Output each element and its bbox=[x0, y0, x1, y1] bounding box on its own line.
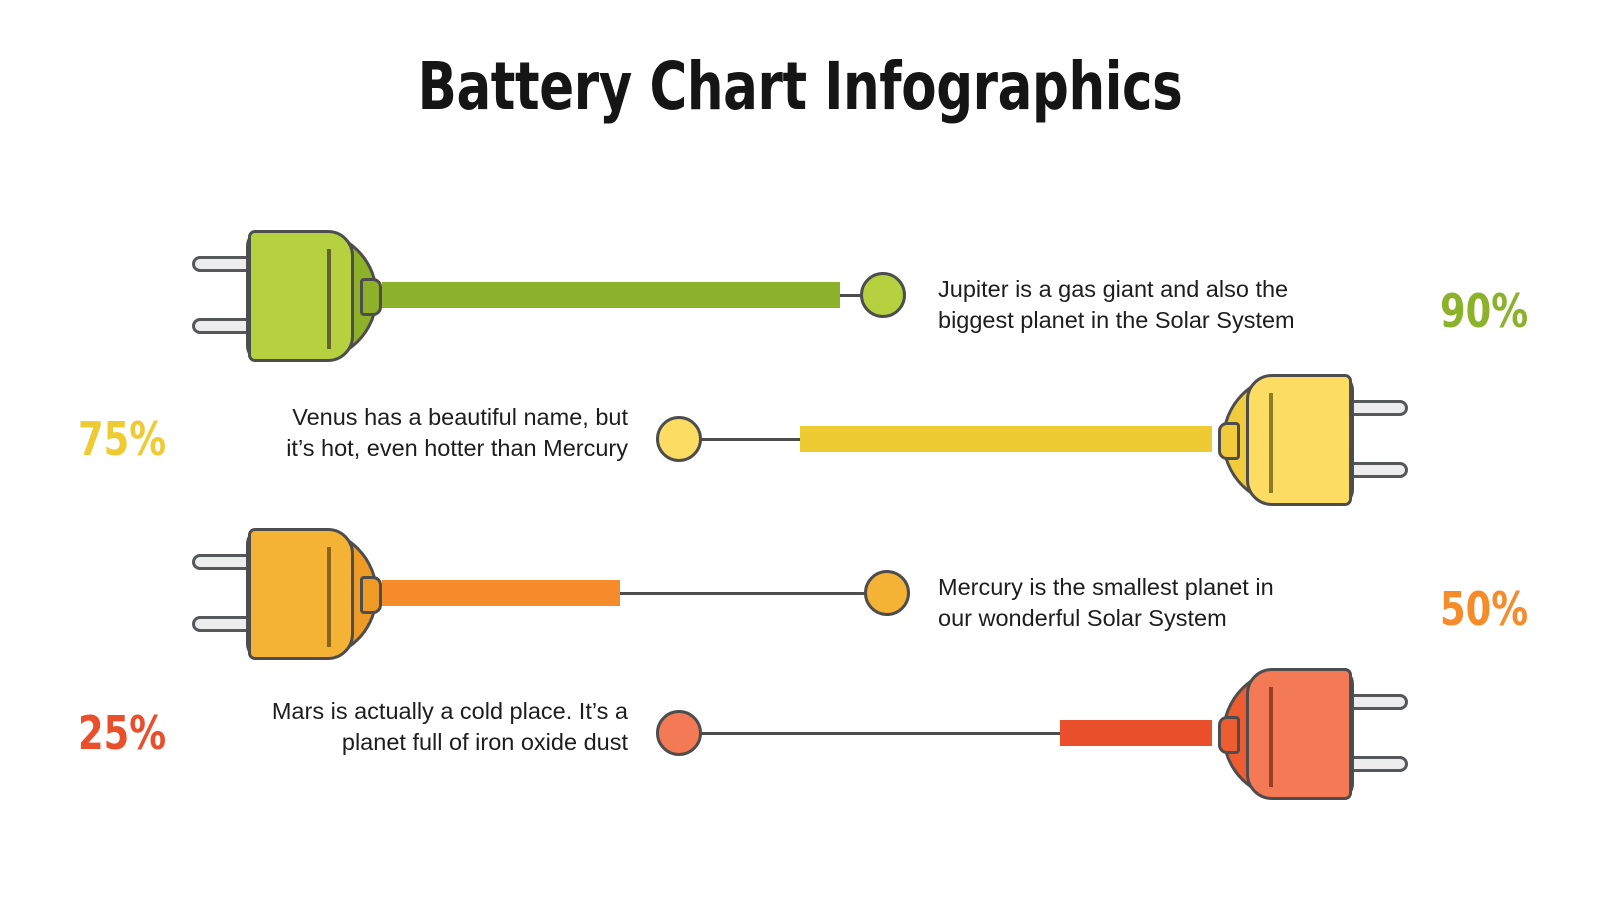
plug-body bbox=[248, 528, 354, 660]
plug-neck bbox=[360, 576, 382, 614]
plug-accent-line bbox=[327, 547, 331, 647]
plug-icon bbox=[1208, 374, 1408, 506]
cable-fill-bar bbox=[382, 282, 840, 308]
cable-endcap bbox=[864, 570, 910, 616]
plug-icon bbox=[192, 528, 392, 660]
chart-row-mars: Mars is actually a cold place. It’s a pl… bbox=[0, 662, 1600, 832]
row-percentage: 75% bbox=[78, 412, 167, 466]
row-description: Mercury is the smallest planet in our wo… bbox=[938, 574, 1274, 632]
cable-track bbox=[700, 732, 1212, 735]
plug-accent-line bbox=[1269, 393, 1273, 493]
row-percentage: 90% bbox=[1439, 284, 1528, 338]
plug-accent-line bbox=[1269, 687, 1273, 787]
plug-icon bbox=[192, 230, 392, 362]
cable-endcap bbox=[656, 710, 702, 756]
chart-row-jupiter: Jupiter is a gas giant and also the bigg… bbox=[0, 220, 1600, 390]
cable-endcap bbox=[656, 416, 702, 462]
plug-icon bbox=[1208, 668, 1408, 800]
cable-fill-bar bbox=[382, 580, 620, 606]
cable-endcap bbox=[860, 272, 906, 318]
row-description: Mars is actually a cold place. It’s a pl… bbox=[271, 698, 628, 756]
row-percentage: 25% bbox=[78, 706, 167, 760]
cable-track bbox=[382, 592, 870, 595]
chart-row-venus: Venus has a beautiful name, but it’s hot… bbox=[0, 368, 1600, 538]
plug-neck bbox=[360, 278, 382, 316]
plug-body bbox=[1246, 668, 1352, 800]
plug-body bbox=[1246, 374, 1352, 506]
page-title: Battery Chart Infographics bbox=[417, 48, 1183, 125]
plug-neck bbox=[1218, 716, 1240, 754]
plug-body bbox=[248, 230, 354, 362]
plug-neck bbox=[1218, 422, 1240, 460]
cable-fill-bar bbox=[1060, 720, 1212, 746]
cable-fill-bar bbox=[800, 426, 1212, 452]
row-description: Venus has a beautiful name, but it’s hot… bbox=[286, 404, 628, 462]
row-description: Jupiter is a gas giant and also the bigg… bbox=[938, 276, 1295, 334]
row-percentage: 50% bbox=[1439, 582, 1528, 636]
plug-accent-line bbox=[327, 249, 331, 349]
chart-row-mercury: Mercury is the smallest planet in our wo… bbox=[0, 518, 1600, 688]
